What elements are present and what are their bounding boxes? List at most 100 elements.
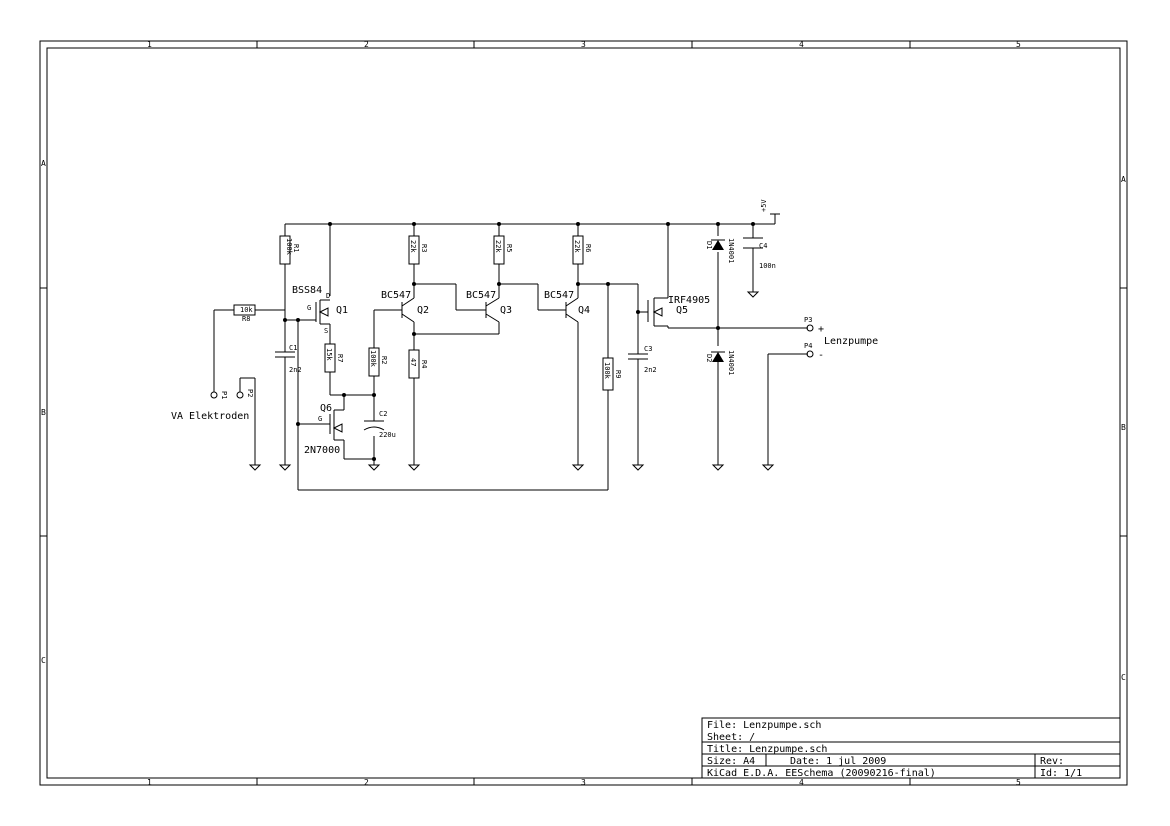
r1-value: 100k — [285, 238, 293, 256]
supply-label: +5V — [760, 199, 768, 212]
c4-ref: C4 — [759, 242, 767, 250]
ruler-col-5-bottom: 5 — [1016, 778, 1021, 787]
ruler-col-2-bottom: 2 — [364, 778, 369, 787]
r7-value: 15k — [325, 348, 333, 361]
svg-text:G: G — [318, 415, 322, 423]
c4-value: 100n — [759, 262, 776, 270]
c3-value: 2n2 — [644, 366, 657, 374]
ruler-col-5-top: 5 — [1016, 40, 1021, 49]
resistor-r9: 100k R9 — [602, 357, 622, 391]
p4-ref: P4 — [804, 342, 812, 350]
r7-ref: R7 — [336, 354, 344, 362]
c1-ref: C1 — [289, 344, 297, 352]
r5-ref: R5 — [505, 244, 513, 252]
resistor-r4: 47 R4 — [408, 349, 428, 379]
ruler-col-1-bottom: 1 — [147, 778, 152, 787]
q1-ref: Q1 — [336, 305, 348, 316]
d1-ref: D1 — [705, 241, 713, 249]
diode-d2: D2 1N4001 — [705, 350, 735, 375]
q3-value: BC547 — [466, 290, 496, 301]
ruler-col-4-bottom: 4 — [799, 778, 804, 787]
p2-ref: P2 — [246, 389, 254, 397]
r1-ref: R1 — [292, 244, 300, 252]
c2-value: 220u — [379, 431, 396, 439]
q5-value: IRF4905 — [668, 295, 710, 306]
resistor-r1: 100k R1 — [279, 235, 300, 265]
capacitor-c1: C1 2n2 — [275, 344, 302, 374]
ruler-row-b-right: B — [1121, 423, 1126, 432]
c2-ref: C2 — [379, 410, 387, 418]
ruler-col-1-top: 1 — [147, 40, 152, 49]
mosfet-q5: IRF4905 Q5 — [647, 295, 710, 327]
r8-ref: R8 — [242, 315, 250, 323]
q4-ref: Q4 — [578, 305, 590, 316]
q6-value: 2N7000 — [304, 445, 340, 456]
mosfet-q6: G Q6 2N7000 — [304, 403, 344, 456]
pump-label: Lenzpumpe — [824, 336, 878, 347]
ruler-row-b-left: B — [41, 408, 46, 417]
title-rev: Rev: — [1040, 756, 1064, 767]
connector-p3: P3 + — [804, 316, 824, 335]
resistor-r5: 22k R5 — [493, 235, 513, 265]
ruler-row-c-left: C — [41, 656, 46, 665]
capacitor-c4: C4 100n — [743, 237, 776, 270]
resistor-r6: 22k R6 — [572, 235, 592, 265]
p3-ref: P3 — [804, 316, 812, 324]
title-file: File: Lenzpumpe.sch — [707, 720, 821, 731]
ruler-col-3-bottom: 3 — [581, 778, 586, 787]
title-sheet: Sheet: / — [707, 732, 755, 743]
r4-value: 47 — [409, 358, 417, 366]
ruler-labels: 1 2 3 4 5 1 2 3 4 5 A B C A B C — [41, 40, 1126, 787]
ruler-col-4-top: 4 — [799, 40, 804, 49]
mosfet-q1: G D S BSS84 Q1 — [292, 285, 348, 335]
r6-value: 22k — [573, 240, 581, 253]
ruler-row-a-right: A — [1121, 175, 1126, 184]
resistor-r3: 22k R3 — [408, 235, 428, 265]
diode-d1: D1 1N4001 — [705, 238, 735, 263]
title-block: File: Lenzpumpe.sch Sheet: / Title: Lenz… — [701, 717, 1121, 779]
q4-value: BC547 — [544, 290, 574, 301]
title-size: Size: A4 — [707, 756, 755, 767]
r3-ref: R3 — [420, 244, 428, 252]
title-title: Title: Lenzpumpe.sch — [707, 744, 827, 755]
title-tool: KiCad E.D.A. EESchema (20090216-final) — [707, 768, 936, 779]
q2-value: BC547 — [381, 290, 411, 301]
junctions — [283, 222, 755, 461]
c3-ref: C3 — [644, 345, 652, 353]
ruler-row-a-left: A — [41, 159, 46, 168]
q2-ref: Q2 — [417, 305, 429, 316]
r8-value: 10k — [240, 306, 253, 314]
q1-value: BSS84 — [292, 285, 322, 296]
resistor-r7: 15k R7 — [324, 343, 344, 373]
outer-border — [39, 40, 1128, 786]
svg-text:D: D — [326, 292, 330, 300]
r2-ref: R2 — [380, 356, 388, 364]
connector-p2: P2 — [236, 389, 254, 399]
connector-p4: P4 - — [804, 342, 824, 361]
d2-value: 1N4001 — [727, 350, 735, 375]
q3-ref: Q3 — [500, 305, 512, 316]
title-id: Id: 1/1 — [1040, 768, 1082, 779]
r4-ref: R4 — [420, 360, 428, 368]
svg-text:S: S — [324, 327, 328, 335]
ground-symbols — [248, 291, 775, 471]
title-date: Date: 1 jul 2009 — [790, 756, 886, 767]
supply-plus5v: +5V — [760, 199, 780, 215]
q6-ref: Q6 — [320, 403, 332, 414]
ruler-row-c-right: C — [1121, 673, 1126, 682]
r6-ref: R6 — [584, 244, 592, 252]
p3-sign: + — [818, 324, 824, 335]
r9-value: 100k — [603, 362, 611, 380]
inner-border — [46, 47, 1121, 779]
r2-value: 100k — [369, 350, 377, 368]
d2-ref: D2 — [705, 354, 713, 362]
r3-value: 22k — [409, 240, 417, 253]
p4-sign: - — [818, 350, 824, 361]
connector-p1: P1 — [210, 391, 228, 399]
ruler-col-3-top: 3 — [581, 40, 586, 49]
capacitor-c2: C2 220u — [363, 410, 396, 439]
resistor-r2: 100k R2 — [368, 347, 388, 377]
p1-ref: P1 — [220, 391, 228, 399]
r5-value: 22k — [494, 240, 502, 253]
